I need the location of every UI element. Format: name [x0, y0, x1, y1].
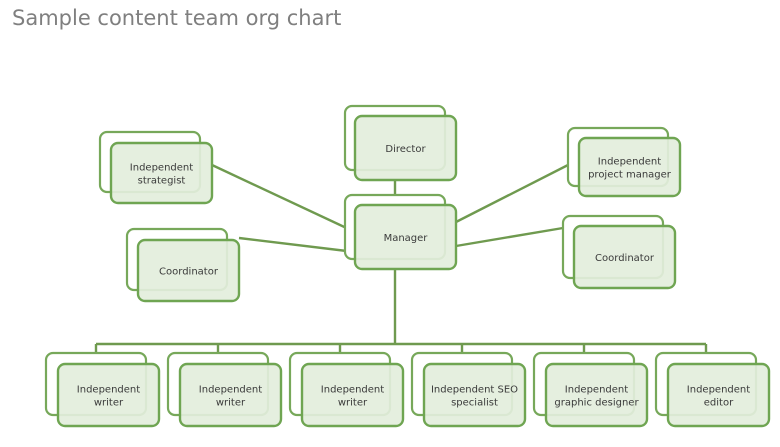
connector-strategist — [211, 163, 356, 234]
connector-coordinator-left — [238, 236, 356, 254]
node-writer3: Independent writer — [288, 351, 405, 428]
connector-project-manager — [455, 163, 569, 224]
node-box — [353, 114, 458, 182]
node-box — [577, 136, 682, 198]
node-coordinator-left: Coordinator — [125, 227, 241, 303]
node-box — [109, 141, 214, 205]
node-label: editor — [704, 398, 734, 409]
node-label: Coordinator — [159, 267, 219, 278]
node-label: Independent — [321, 385, 384, 396]
node-label: Independent — [598, 157, 661, 168]
node-box — [56, 362, 161, 428]
connector-coordinator-right — [455, 226, 564, 248]
node-label: Independent — [130, 163, 193, 174]
node-box — [178, 362, 283, 428]
node-box — [353, 203, 458, 271]
node-box — [422, 362, 527, 428]
node-box — [300, 362, 405, 428]
node-label: writer — [216, 398, 246, 409]
node-label: Coordinator — [595, 253, 655, 264]
node-label: project manager — [588, 170, 672, 181]
page-title: Sample content team org chart — [12, 6, 342, 30]
node-box — [136, 238, 241, 303]
node-writer2: Independent writer — [166, 351, 283, 428]
node-label: Independent — [687, 385, 750, 396]
node-label: strategist — [138, 176, 186, 187]
node-label: Independent — [77, 385, 140, 396]
node-label: specialist — [451, 398, 498, 409]
connectors — [94, 163, 708, 353]
node-label: Manager — [384, 233, 429, 244]
node-project-manager: Independent project manager — [566, 126, 682, 198]
node-coordinator-right: Coordinator — [561, 214, 677, 290]
node-box — [572, 224, 677, 290]
node-editor: Independent editor — [654, 351, 771, 428]
node-label: Independent SEO — [431, 385, 518, 396]
node-label: Independent — [199, 385, 262, 396]
node-label: Independent — [565, 385, 628, 396]
node-manager: Manager — [343, 193, 458, 271]
node-box — [666, 362, 771, 428]
node-designer: Independent graphic designer — [532, 351, 649, 428]
node-strategist: Independent strategist — [98, 130, 214, 205]
node-writer1: Independent writer — [44, 351, 161, 428]
node-director: Director — [343, 104, 458, 182]
node-label: Director — [385, 144, 426, 155]
node-label: writer — [338, 398, 368, 409]
node-label: writer — [94, 398, 124, 409]
node-label: graphic designer — [554, 398, 639, 409]
node-seo: Independent SEO specialist — [410, 351, 527, 428]
node-box — [544, 362, 649, 428]
